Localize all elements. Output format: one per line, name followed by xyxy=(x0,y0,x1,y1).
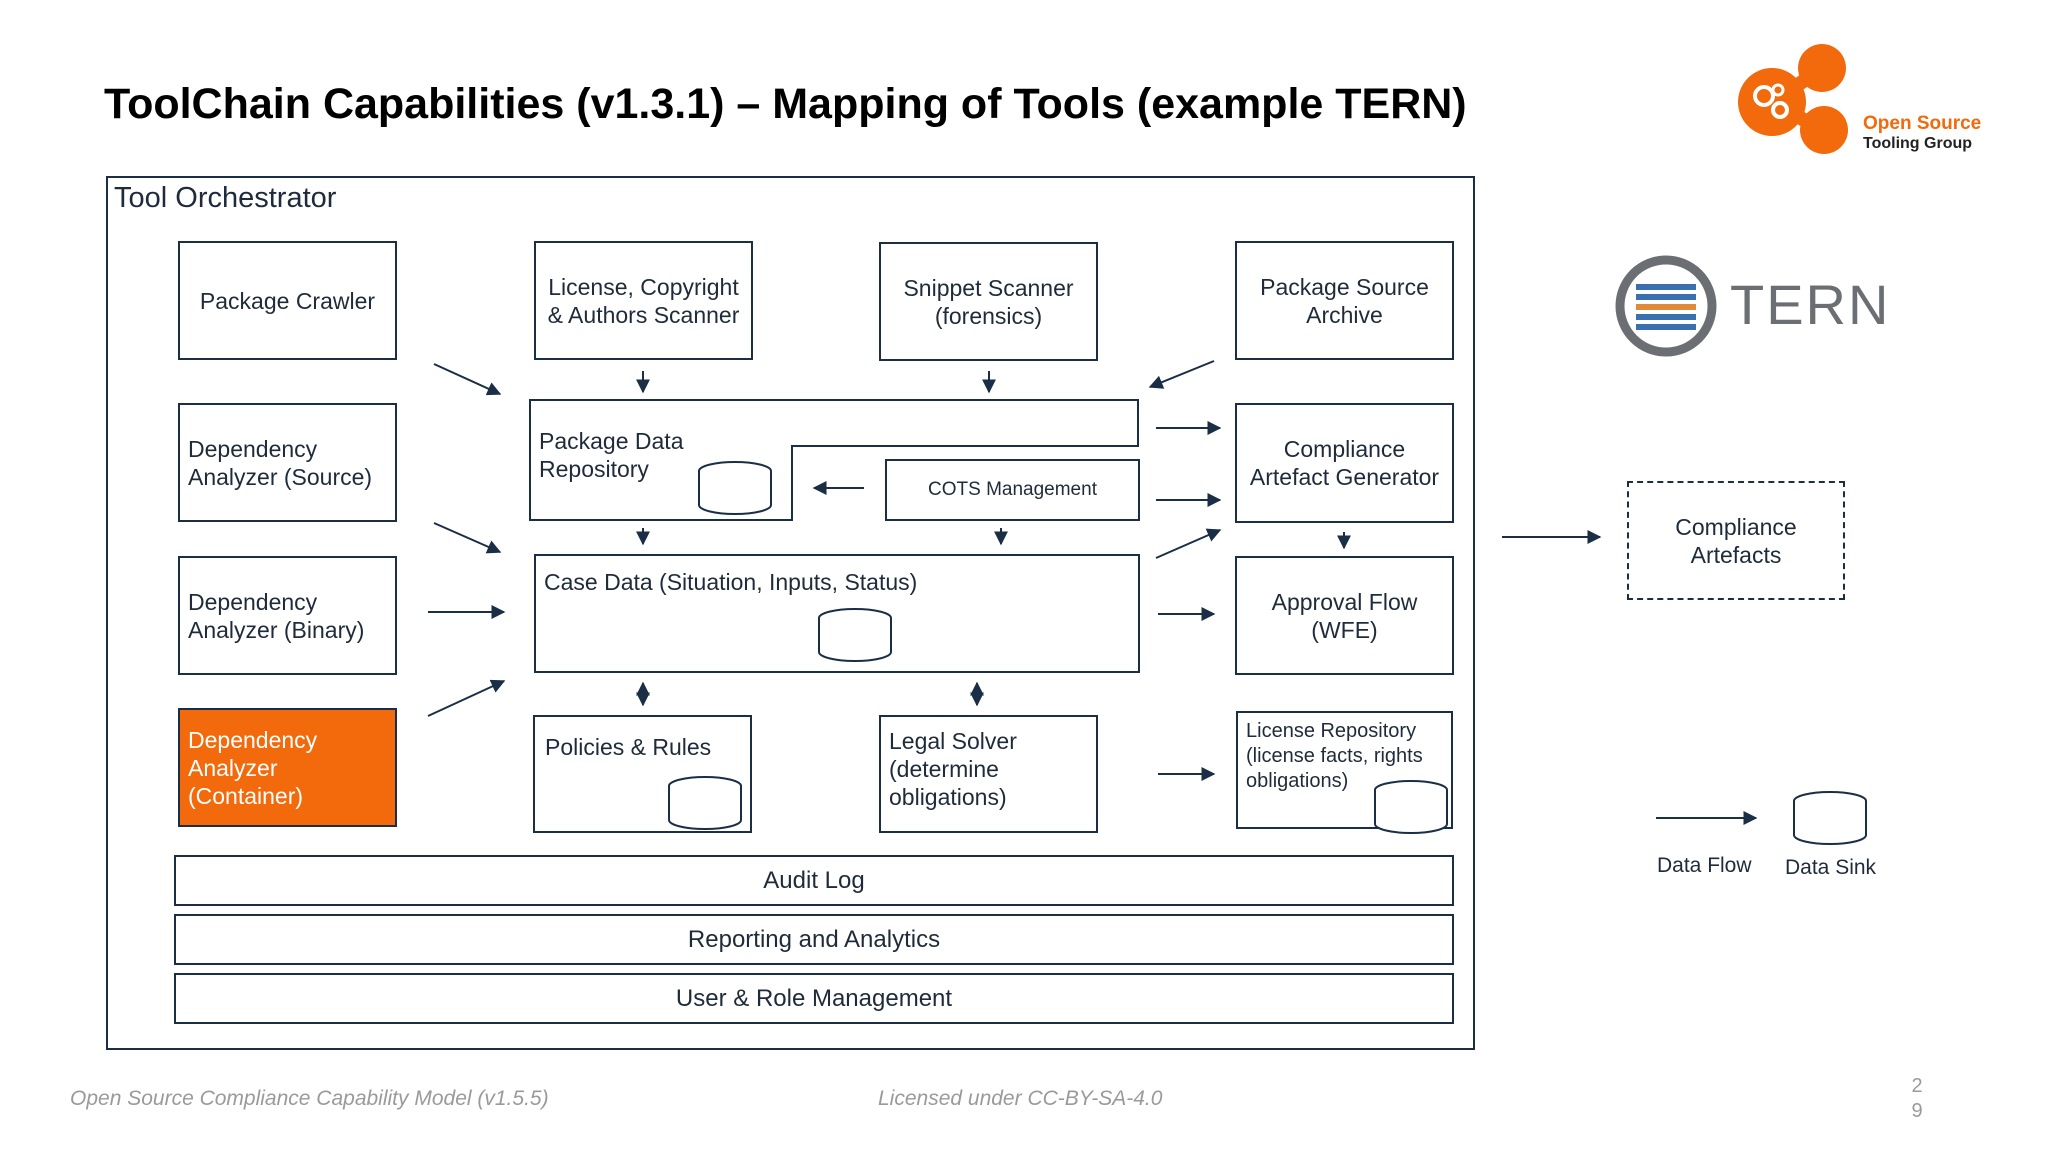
case-data-cylinder-icon xyxy=(818,608,892,662)
logo-text-open-source: Open Source xyxy=(1863,113,1982,134)
package-data-repo-cylinder-icon xyxy=(698,461,772,515)
legend-data-sink-label: Data Sink xyxy=(1785,856,1877,879)
approval-flow-box: Approval Flow (WFE) xyxy=(1235,556,1454,675)
footer-license: Licensed under CC-BY-SA-4.0 xyxy=(878,1087,1163,1110)
dependency-analyzer-container-box: Dependency Analyzer (Container) xyxy=(178,708,397,827)
legal-solver-box: Legal Solver (determine obligations) xyxy=(879,715,1098,833)
dependency-analyzer-binary-box: Dependency Analyzer (Binary) xyxy=(178,556,397,675)
compliance-artefacts-box: Compliance Artefacts xyxy=(1627,481,1845,600)
arrow-container-analyzer-to-case xyxy=(427,679,506,717)
snippet-scanner-box: Snippet Scanner (forensics) xyxy=(879,242,1098,361)
page-number-digit-1: 2 xyxy=(1911,1075,1923,1097)
legend-data-sink-cylinder-icon xyxy=(1793,791,1867,845)
arrow-case-to-generator xyxy=(1155,528,1222,559)
footer-model-version: Open Source Compliance Capability Model … xyxy=(70,1087,549,1110)
package-data-repository-label: Package Data Repository xyxy=(539,428,684,482)
logo-text-tooling-group: Tooling Group xyxy=(1863,135,1973,152)
legend-data-flow-label: Data Flow xyxy=(1657,854,1752,877)
page-number-digit-2: 9 xyxy=(1911,1100,1923,1122)
policies-cylinder-icon xyxy=(668,776,742,830)
tern-logo-icon xyxy=(1615,255,1717,357)
dependency-analyzer-source-box: Dependency Analyzer (Source) xyxy=(178,403,397,522)
user-role-management-bar: User & Role Management xyxy=(174,973,1454,1024)
page-title: ToolChain Capabilities (v1.3.1) – Mappin… xyxy=(104,80,1467,128)
tool-orchestrator-label: Tool Orchestrator xyxy=(114,182,337,214)
cots-management-box: COTS Management xyxy=(885,459,1140,521)
open-source-tooling-logo-icon xyxy=(1738,44,1848,154)
compliance-artefact-generator-box: Compliance Artefact Generator xyxy=(1235,403,1454,523)
package-data-repository-frame xyxy=(529,399,1139,521)
license-repo-cylinder-icon xyxy=(1374,780,1448,834)
tern-wordmark: TERN xyxy=(1730,273,1891,336)
package-source-archive-box: Package Source Archive xyxy=(1235,241,1454,360)
arrow-crawler-to-repo xyxy=(433,363,502,396)
page-number: 2 9 xyxy=(1907,1074,1927,1124)
license-scanner-box: License, Copyright & Authors Scanner xyxy=(534,241,753,360)
arrow-archive-to-repo xyxy=(1148,360,1215,389)
reporting-analytics-bar: Reporting and Analytics xyxy=(174,914,1454,965)
arrow-source-analyzer-to-case xyxy=(433,522,502,554)
tool-orchestrator-frame xyxy=(106,176,1475,1050)
package-crawler-box: Package Crawler xyxy=(178,241,397,360)
audit-log-bar: Audit Log xyxy=(174,855,1454,906)
